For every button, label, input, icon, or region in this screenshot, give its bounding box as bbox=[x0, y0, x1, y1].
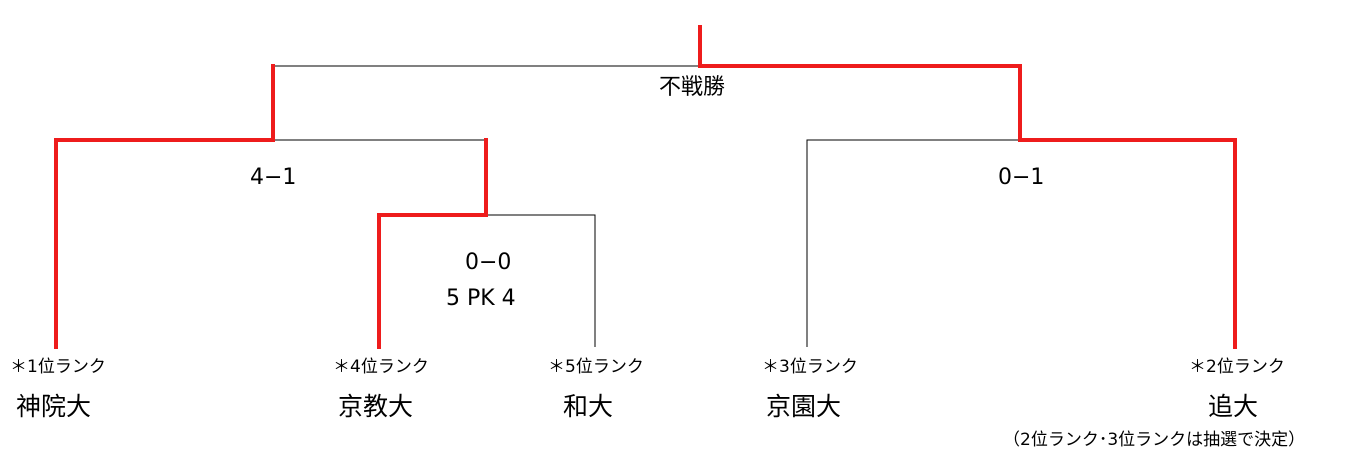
team-name-kobe: 神院大 bbox=[16, 392, 92, 421]
bracket-lines-red bbox=[54, 25, 1237, 349]
rank-label-wadai: ＊5位ランク bbox=[548, 357, 644, 377]
team-name-oidai: 追大 bbox=[1208, 392, 1259, 421]
semifinal-left-score: 4−1 bbox=[250, 165, 297, 190]
kobe-to-final-path bbox=[54, 64, 275, 349]
team-name-wadai: 和大 bbox=[563, 392, 614, 421]
team-name-kyoen: 京園大 bbox=[766, 392, 842, 421]
rank-label-oidai: ＊2位ランク bbox=[1189, 357, 1285, 377]
ranking-lottery-note: （2位ランク･3位ランクは抽選で決定） bbox=[1003, 430, 1306, 450]
rank-label-kyokyo: ＊4位ランク bbox=[333, 357, 429, 377]
final-result-label: 不戦勝 bbox=[659, 75, 726, 100]
rank-label-kyoen: ＊3位ランク bbox=[762, 357, 858, 377]
quarterfinal-score: 0−0 bbox=[465, 250, 512, 275]
semifinal-right-score: 0−1 bbox=[998, 165, 1045, 190]
rank-label-kobe: ＊1位ランク bbox=[10, 357, 106, 377]
qf-bar-right-black bbox=[486, 214, 596, 347]
final-to-oidai-path bbox=[698, 64, 1237, 349]
team-name-kyokyo: 京教大 bbox=[338, 392, 414, 421]
bracket-lines-black bbox=[273, 65, 1020, 347]
kyokyo-to-semi-path bbox=[377, 138, 488, 349]
quarterfinal-pk-score: 5 PK 4 bbox=[446, 286, 516, 311]
semi-right-bar-left-black bbox=[806, 139, 1020, 347]
